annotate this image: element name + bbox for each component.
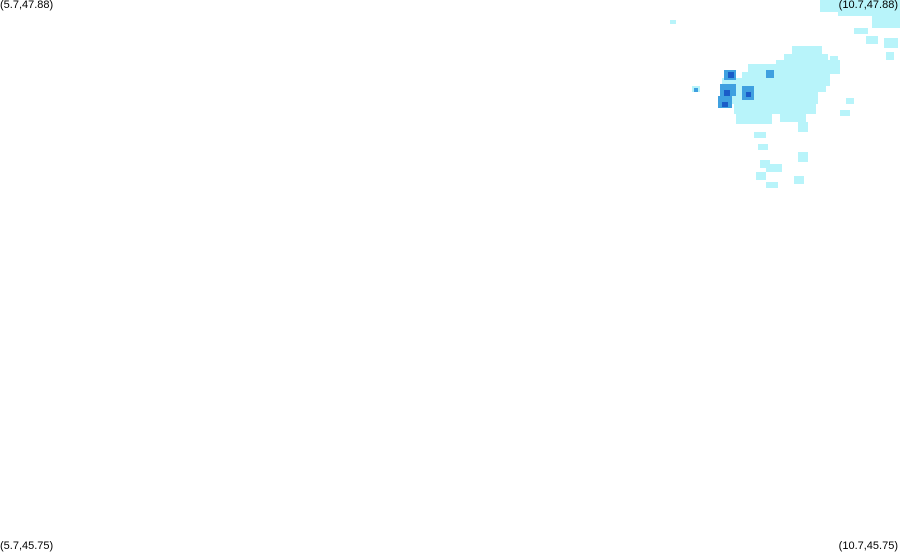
- precip-cell: [776, 60, 840, 74]
- precip-cell: [884, 38, 898, 48]
- precip-cell: [722, 78, 826, 92]
- precip-cell: [818, 80, 826, 86]
- precip-cell: [780, 112, 806, 122]
- corner-coord-top-right: (10.7,47.88): [838, 0, 898, 11]
- precip-cell: [872, 14, 900, 28]
- precip-cell: [746, 92, 751, 97]
- precip-cell: [766, 182, 778, 188]
- precip-cell: [724, 90, 730, 96]
- precip-cell: [798, 122, 808, 132]
- corner-coord-bottom-left: (5.7,45.75): [0, 540, 54, 552]
- corner-coord-bottom-right: (10.7,45.75): [838, 540, 898, 552]
- precip-cell: [694, 88, 698, 92]
- precip-cell: [794, 176, 804, 184]
- precip-cell: [838, 8, 900, 16]
- precip-cell: [670, 20, 676, 24]
- precip-cell: [728, 90, 818, 104]
- precip-heavy-cells: [722, 72, 751, 107]
- precip-cell: [728, 72, 734, 78]
- precip-cell: [798, 152, 808, 162]
- precip-cell: [846, 98, 854, 104]
- precip-cell: [736, 112, 772, 124]
- precip-cell: [756, 172, 766, 180]
- precip-cell: [830, 56, 838, 64]
- precip-cell: [840, 110, 850, 116]
- precip-cell: [734, 102, 816, 114]
- precip-cell: [722, 102, 728, 107]
- precip-cell: [886, 52, 894, 60]
- precip-cell: [760, 160, 770, 168]
- precip-cell: [866, 36, 878, 44]
- precip-cell: [766, 164, 782, 172]
- precip-cell: [758, 144, 768, 150]
- precip-cell: [792, 46, 822, 56]
- precip-cell: [854, 28, 868, 34]
- corner-coord-top-left: (5.7,47.88): [0, 0, 54, 11]
- precip-cell: [766, 70, 774, 78]
- precip-cell: [754, 132, 766, 138]
